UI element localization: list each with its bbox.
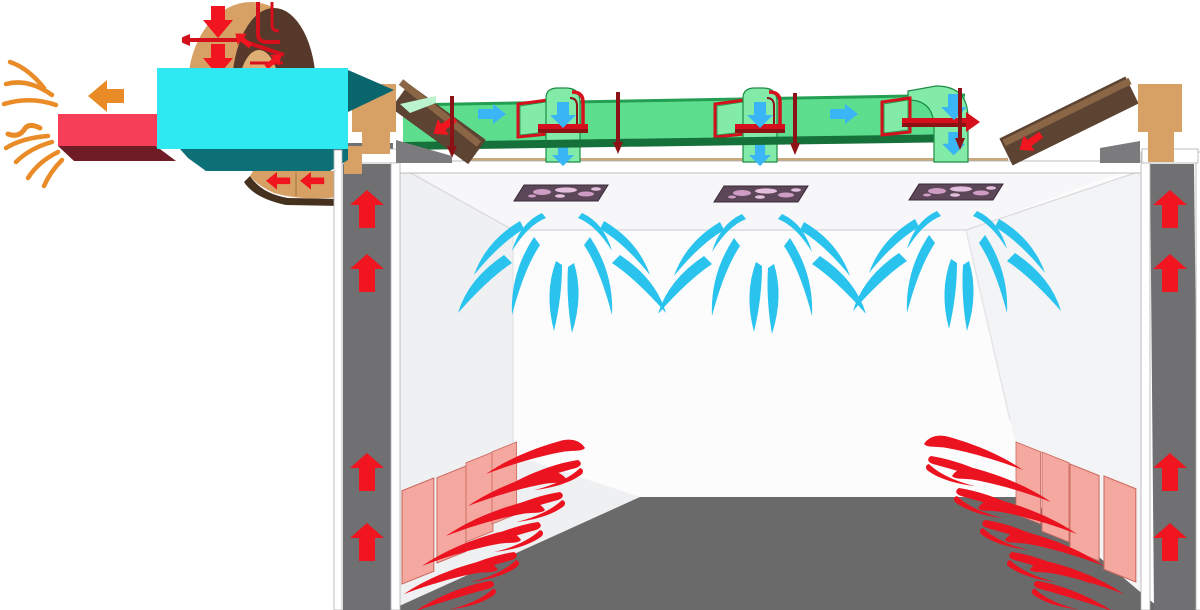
fan-pipe-line (256, 2, 280, 44)
supply-drop-duct (518, 88, 588, 166)
air-handler-unit (157, 68, 394, 171)
ahu-body (157, 68, 348, 149)
ceiling-diffuser (713, 185, 809, 203)
exhaust-left-arrow-icon (88, 80, 124, 112)
support-pillar-left (344, 84, 452, 174)
ahu-side-shadow (348, 70, 394, 112)
wall-junction-lines (397, 165, 1142, 450)
room-front-cap (397, 160, 1144, 174)
exhaust-duct-shadow (58, 146, 176, 161)
duct-end-highlight (400, 96, 436, 113)
outer-wall-strip (1195, 151, 1200, 610)
duct-top-edge (402, 93, 966, 107)
ceiling-diffuser (908, 183, 1004, 201)
exhaust-duct (58, 114, 158, 146)
fan-pipe-line (270, 2, 280, 33)
supply-duct (402, 85, 980, 166)
ahu-bottom-shadow (180, 149, 348, 171)
exhaust-filter-panel (1103, 475, 1137, 583)
exhaust-stack (1, 59, 176, 189)
ceiling-diffusers (513, 183, 1004, 203)
duct-bottom-shadow (403, 134, 965, 150)
exhaust-filter-panel (401, 477, 435, 585)
room-back-wall (513, 230, 1028, 497)
support-pillar-right (1100, 84, 1182, 163)
right-wall-exhaust-shaft (1140, 148, 1200, 610)
inner-wall-strip (390, 151, 401, 610)
left-wall-exhaust-shaft (335, 143, 401, 610)
exhaust-puffs-icon (1, 59, 65, 189)
exhaust-filter-panel (1069, 463, 1100, 562)
recirculation-fan (182, 2, 315, 70)
supply-elbow-drop (880, 85, 980, 163)
outer-wall-strip (333, 149, 343, 610)
return-slope-duct-right (999, 76, 1139, 166)
pipe-arrowhead (182, 34, 190, 46)
pipe-arrowhead (966, 112, 980, 132)
floor (390, 497, 1162, 610)
fan-scroll-bottom (244, 171, 342, 206)
ceiling-diffuser (513, 184, 609, 202)
inner-wall-strip (1140, 151, 1151, 610)
